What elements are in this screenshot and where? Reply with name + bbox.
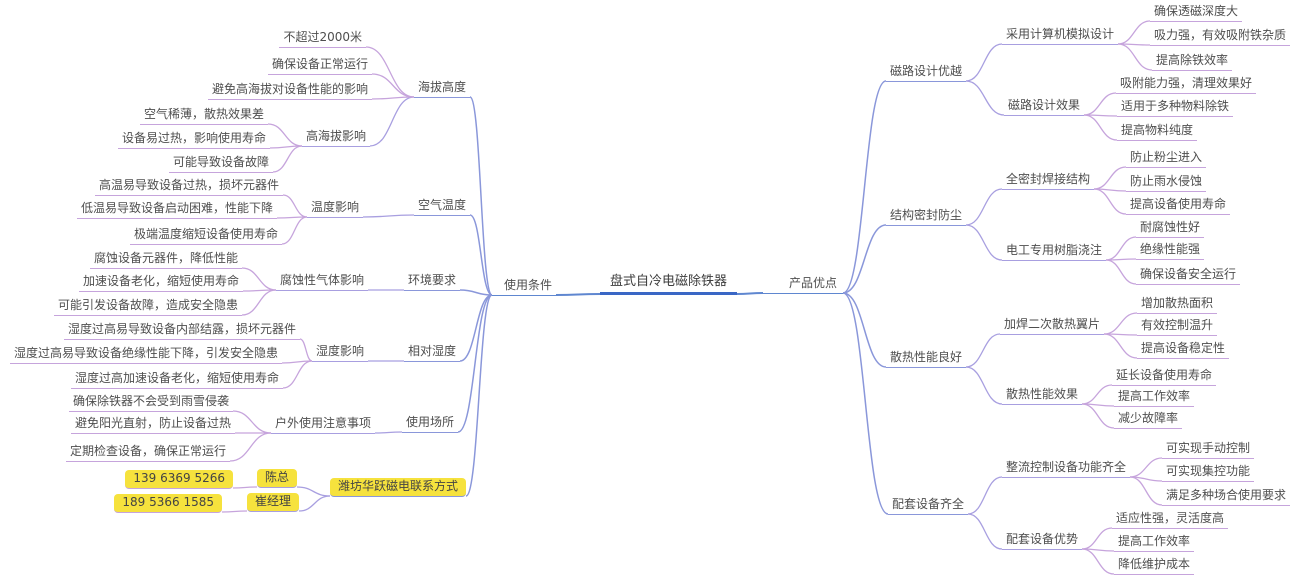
node-altitude[interactable]: 海拔高度 [413,79,470,98]
leaf-node[interactable]: 极端温度缩短设备使用寿命 [129,226,282,245]
node-computer-simulation-design[interactable]: 采用计算机模拟设计 [1002,26,1119,45]
leaf-node[interactable]: 防止粉尘进入 [1126,149,1207,168]
node-temperature-effect[interactable]: 温度影响 [306,199,363,218]
node-fully-sealed-welded-structure[interactable]: 全密封焊接结构 [1002,171,1095,190]
leaf-node[interactable]: 避免阳光直射，防止设备过热 [70,415,235,434]
leaf-node[interactable]: 湿度过高易导致设备绝缘性能下降，引发安全隐患 [9,345,282,364]
leaf-node[interactable]: 提高工作效率 [1114,533,1195,552]
node-relative-humidity[interactable]: 相对湿度 [403,343,460,362]
central-topic[interactable]: 盘式自冷电磁除铁器 [600,272,738,295]
leaf-node[interactable]: 避免高海拔对设备性能的影响 [207,81,372,100]
leaf-node[interactable]: 设备易过热，影响使用寿命 [117,130,270,149]
leaf-node[interactable]: 提高工作效率 [1114,388,1195,407]
leaf-node[interactable]: 绝缘性能强 [1136,241,1205,260]
leaf-node[interactable]: 可能引发设备故障，造成安全隐患 [53,297,242,316]
leaf-node[interactable]: 加速设备老化，缩短使用寿命 [78,273,243,292]
leaf-node[interactable]: 提高设备稳定性 [1137,340,1230,359]
leaf-node[interactable]: 高温易导致设备过热，损坏元器件 [94,177,283,196]
leaf-node[interactable]: 湿度过高加速设备老化，缩短使用寿命 [70,370,283,389]
node-usage-place[interactable]: 使用场所 [401,414,458,433]
leaf-node[interactable]: 不超过2000米 [279,29,366,48]
branch-product-advantages[interactable]: 产品优点 [763,275,844,294]
node-contact-chen[interactable]: 陈总 [256,469,297,488]
node-heat-dissipation-effect[interactable]: 散热性能效果 [1002,386,1083,405]
node-secondary-cooling-fins[interactable]: 加焊二次散热翼片 [1000,316,1105,335]
node-outdoor-usage-notes[interactable]: 户外使用注意事项 [270,415,375,434]
leaf-node[interactable]: 定期检查设备，确保正常运行 [65,443,230,462]
leaf-node[interactable]: 适应性强，灵活度高 [1112,510,1229,529]
leaf-node[interactable]: 湿度过高易导致设备内部结露，损坏元器件 [63,321,300,340]
node-good-heat-dissipation[interactable]: 散热性能良好 [886,349,967,368]
node-phone-chen[interactable]: 139 6369 5266 [125,470,233,489]
node-environment-requirement[interactable]: 环境要求 [403,272,460,291]
leaf-node[interactable]: 有效控制温升 [1137,317,1218,336]
leaf-node[interactable]: 延长设备使用寿命 [1112,367,1217,386]
leaf-node[interactable]: 降低维护成本 [1114,556,1195,575]
leaf-node[interactable]: 确保除铁器不会受到雨雪侵袭 [68,393,233,412]
node-high-altitude-effect[interactable]: 高海拔影响 [301,128,370,147]
node-supporting-equipment-advantages[interactable]: 配套设备优势 [1002,531,1083,550]
leaf-node[interactable]: 确保设备安全运行 [1136,266,1241,285]
leaf-node[interactable]: 耐腐蚀性好 [1136,219,1205,238]
leaf-node[interactable]: 吸附能力强，清理效果好 [1116,75,1257,94]
leaf-node[interactable]: 可实现手动控制 [1162,440,1255,459]
node-contact-cui[interactable]: 崔经理 [246,493,299,512]
leaf-node[interactable]: 增加散热面积 [1137,295,1218,314]
node-contact-info[interactable]: 潍坊华跃磁电联系方式 [329,478,466,497]
node-phone-cui[interactable]: 189 5366 1585 [114,494,222,513]
leaf-node[interactable]: 可能导致设备故障 [168,154,273,173]
leaf-node[interactable]: 提高设备使用寿命 [1126,196,1231,215]
node-humidity-effect[interactable]: 湿度影响 [311,343,368,362]
node-sealed-dustproof-structure[interactable]: 结构密封防尘 [886,207,967,226]
leaf-node[interactable]: 确保透磁深度大 [1150,3,1243,22]
leaf-node[interactable]: 减少故障率 [1114,410,1183,429]
node-corrosive-gas-effect[interactable]: 腐蚀性气体影响 [275,272,368,291]
leaf-node[interactable]: 适用于多种物料除铁 [1117,98,1234,117]
leaf-node[interactable]: 腐蚀设备元器件，降低性能 [89,250,242,269]
leaf-node[interactable]: 空气稀薄，散热效果差 [139,106,268,125]
leaf-node[interactable]: 提高除铁效率 [1152,52,1233,71]
leaf-node[interactable]: 防止雨水侵蚀 [1126,173,1207,192]
branch-usage-conditions[interactable]: 使用条件 [491,277,556,296]
node-rectifier-control-equipment[interactable]: 整流控制设备功能齐全 [1002,459,1131,478]
leaf-node[interactable]: 吸力强，有效吸附铁杂质 [1150,27,1291,46]
leaf-node[interactable]: 低温易导致设备启动困难，性能下降 [76,200,277,219]
node-magnetic-circuit-effect[interactable]: 磁路设计效果 [1004,97,1085,116]
node-electrical-resin-casting[interactable]: 电工专用树脂浇注 [1002,242,1107,261]
node-magnetic-circuit-design[interactable]: 磁路设计优越 [886,63,967,82]
leaf-node[interactable]: 确保设备正常运行 [267,56,372,75]
node-complete-supporting-equipment[interactable]: 配套设备齐全 [888,496,969,515]
leaf-node[interactable]: 满足多种场合使用要求 [1162,487,1291,506]
leaf-node[interactable]: 提高物料纯度 [1117,122,1198,141]
leaf-node[interactable]: 可实现集控功能 [1162,463,1255,482]
node-air-temperature[interactable]: 空气温度 [413,197,470,216]
